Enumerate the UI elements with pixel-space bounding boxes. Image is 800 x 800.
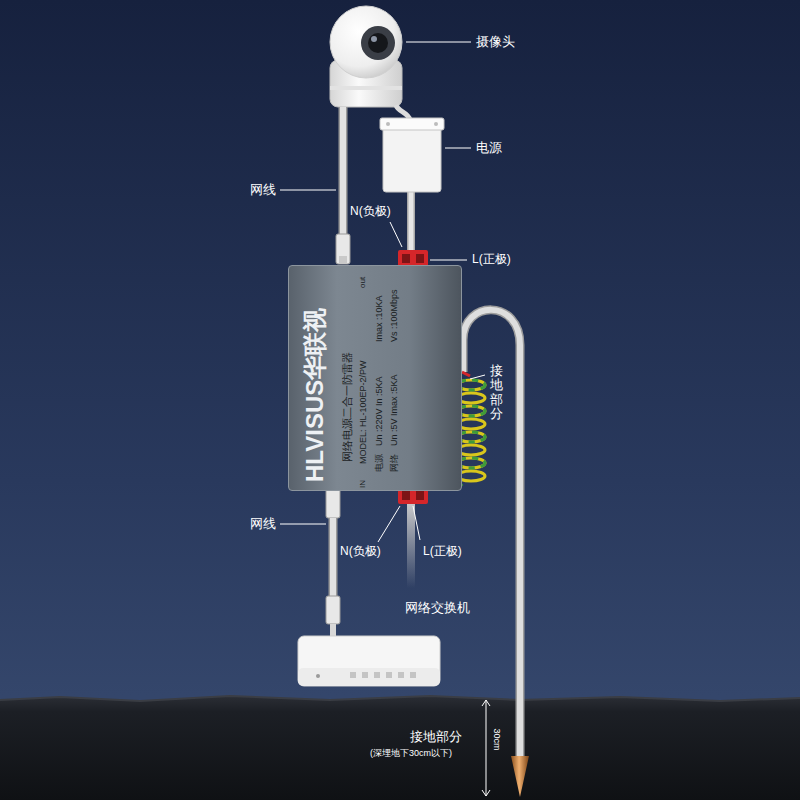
dimension-line-part <box>482 700 490 706</box>
port-direction: IN <box>358 480 367 488</box>
part-label: 电源 <box>476 140 502 156</box>
camera-part <box>330 86 402 90</box>
terminal-label: L(正极) <box>423 544 462 558</box>
terminal-label: N(负极) <box>350 204 391 218</box>
network-switch-part <box>350 672 356 678</box>
power-supply-part <box>383 122 441 192</box>
leader-line <box>280 42 485 542</box>
camera-part <box>330 6 402 78</box>
power-cable-part <box>407 192 415 252</box>
terminal-block-part <box>416 254 424 263</box>
ground-cable-part <box>463 310 520 758</box>
network-cable-part <box>339 256 347 264</box>
camera-part <box>371 36 377 42</box>
power-cable-part <box>409 192 414 252</box>
rating-text: Un :220V In :5KA <box>374 376 384 446</box>
network-switch-part <box>374 672 380 678</box>
rating-text: Vs :100Mbps <box>389 289 399 342</box>
power-supply <box>380 118 444 192</box>
terminal-label: L(正极) <box>472 252 511 266</box>
network-switch <box>298 636 440 686</box>
network-cable-lower-part <box>326 488 340 518</box>
leader-line-part <box>430 260 467 261</box>
rotated-panel: HLVISUS华联视网络电源二合一防雷器 MODEL: HL-100EP-2/PW… <box>289 266 463 492</box>
network-switch-part <box>316 674 320 678</box>
network-switch-part <box>386 672 392 678</box>
network-cable <box>336 107 350 264</box>
dimension-line <box>482 700 490 796</box>
leader-line-part <box>406 42 471 43</box>
leader-line-part <box>390 222 402 247</box>
background-part <box>0 696 800 701</box>
terminal-label: N(负极) <box>340 544 381 558</box>
ground-coil-part <box>462 372 470 376</box>
note-text: (深埋地下30cm以下) <box>370 748 452 759</box>
leader-line-part <box>445 148 471 149</box>
rating-text: Un :5V Imax :5KA <box>389 374 399 446</box>
terminal-block-part <box>416 491 424 500</box>
camera <box>330 6 402 107</box>
part-label: 网线 <box>250 516 276 532</box>
leader-line-part <box>280 190 336 191</box>
network-cable-part <box>336 234 350 264</box>
dimension-line-part <box>486 700 487 796</box>
port-name: 网络 <box>389 454 399 472</box>
ground-cable <box>463 310 529 797</box>
network-switch-part <box>362 672 368 678</box>
ground-cable-part <box>463 310 520 758</box>
leader-line-part <box>413 506 420 540</box>
ground-cable-part <box>511 756 529 797</box>
network-cable-lower-part <box>329 518 338 597</box>
network-cable-lower <box>326 488 340 638</box>
network-switch-part <box>298 668 440 686</box>
product-name: 网络电源二合一防雷器 <box>341 352 354 462</box>
dimension-line-part <box>482 790 490 796</box>
leader-line-part <box>378 506 400 542</box>
dimension-label: 30cm <box>492 728 503 750</box>
brand-name: HLVISUS华联视 <box>301 308 329 482</box>
network-switch-part <box>398 672 404 678</box>
network-switch-part <box>298 636 440 686</box>
power-supply-part <box>434 122 438 126</box>
terminal-block-part <box>402 491 410 500</box>
part-label: 摄像头 <box>476 34 515 50</box>
network-cable-lower-part <box>326 596 340 624</box>
background-part <box>0 696 800 800</box>
part-label: 接地部分 <box>410 729 462 745</box>
power-cable-lower-part <box>407 504 415 588</box>
leader-line-part <box>470 375 485 379</box>
part-label: 网线 <box>250 182 276 198</box>
port-direction: out <box>358 277 367 288</box>
model-number: MODEL: HL-100EP-2/PW <box>358 360 368 464</box>
network-cable-part <box>339 107 348 238</box>
rating-text: Imax :10KA <box>374 295 384 342</box>
surge-protector: HLVISUS华联视网络电源二合一防雷器 MODEL: HL-100EP-2/PW… <box>288 265 462 491</box>
camera-part <box>368 33 388 53</box>
network-cable-lower-part <box>330 518 336 597</box>
power-cable-lower <box>411 504 412 588</box>
power-supply-part <box>386 122 390 126</box>
camera-part <box>361 26 395 60</box>
network-cable-part <box>340 107 346 238</box>
leader-line-part <box>280 524 326 525</box>
part-label: 接地部分 <box>490 364 503 421</box>
port-name: 电源 <box>374 454 384 472</box>
power-supply-part <box>380 118 444 130</box>
part-label: 网络交换机 <box>405 600 470 616</box>
terminal-block-part <box>402 254 410 263</box>
network-switch-part <box>410 672 416 678</box>
